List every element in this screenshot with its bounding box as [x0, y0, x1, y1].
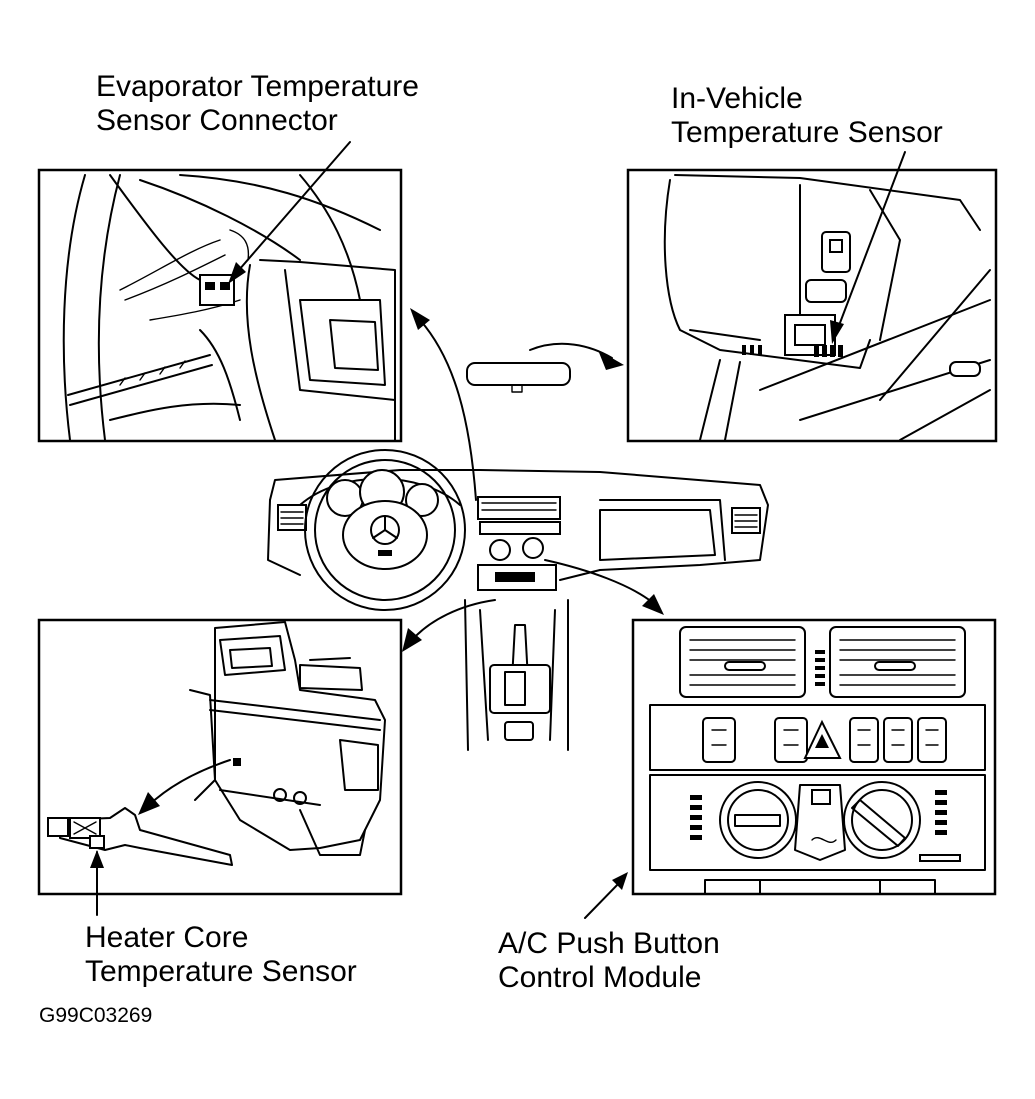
rearview-mirror: [466, 362, 571, 393]
invehicle-sensor-label-line2: Temperature Sensor: [671, 116, 943, 149]
arrow-to-evaporator-panel: [419, 319, 477, 501]
ac-control-module-label-line2: Control Module: [498, 961, 702, 994]
arrow-to-heater-panel: [411, 599, 496, 641]
heater-core-sensor-label-line2: Temperature Sensor: [85, 955, 357, 988]
ac-control-module-panel: [584, 618, 997, 919]
invehicle-sensor-label-line1: In-Vehicle: [671, 82, 803, 115]
figure-code: G99C03269: [39, 1004, 153, 1027]
dashboard-illustration: [267, 449, 769, 751]
arrow-to-ac-panel: [544, 559, 653, 603]
arrow-to-invehicle-panel: [529, 342, 613, 359]
evaporator-sensor-label-line2: Sensor Connector: [96, 104, 338, 137]
heater-core-sensor-panel: [37, 618, 403, 916]
ac-control-module-label-line1: A/C Push Button: [498, 927, 720, 960]
heater-core-sensor-label-line1: Heater Core: [85, 921, 249, 954]
evaporator-sensor-panel: [37, 141, 403, 443]
evaporator-sensor-label-line1: Evaporator Temperature: [96, 70, 419, 103]
invehicle-sensor-panel: [626, 151, 998, 443]
